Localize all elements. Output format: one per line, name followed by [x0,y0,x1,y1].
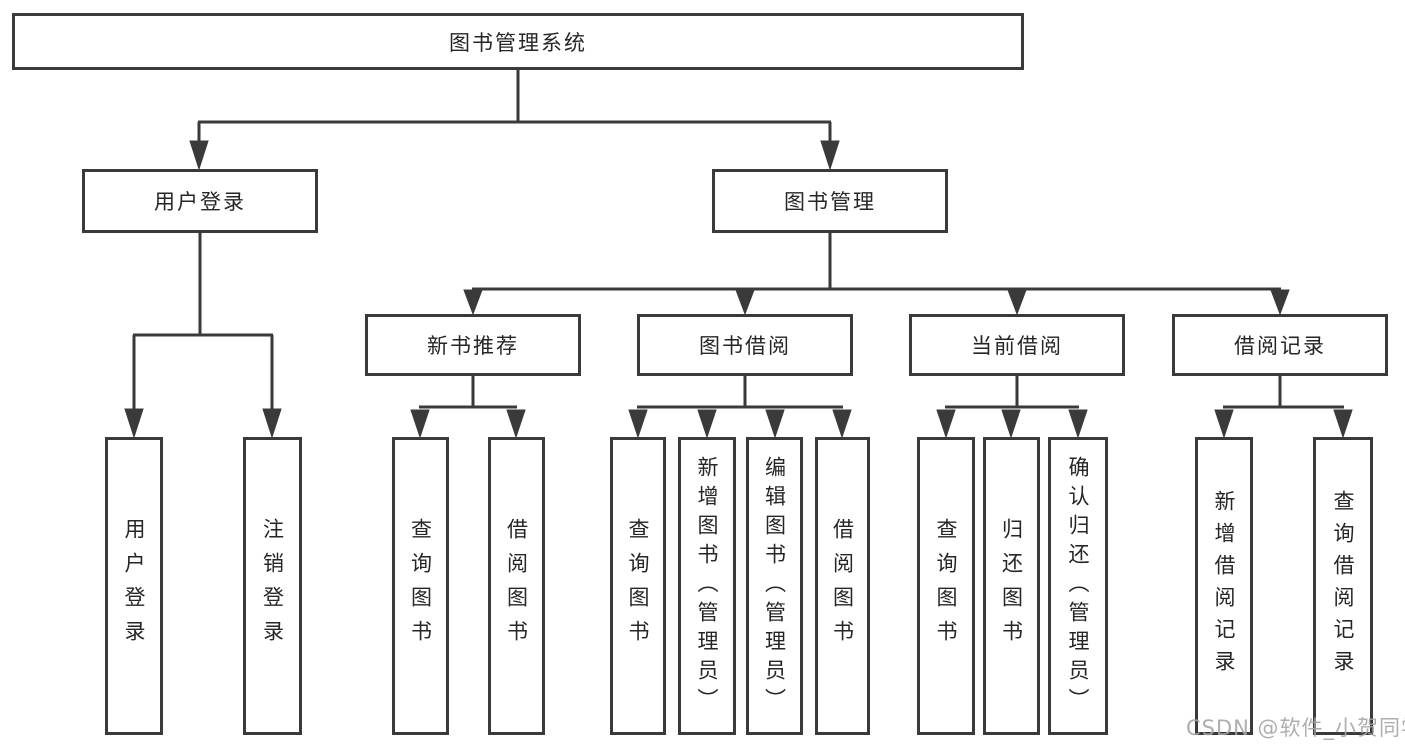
leaf-newbook-borrow-books: 借阅图书 [488,437,545,735]
leaf-current-return-books: 归还图书 [983,437,1040,735]
node-user-login: 用户登录 [82,169,318,233]
leaf-label: 借阅图书 [830,518,855,654]
node-book-management: 图书管理 [712,169,948,233]
leaf-records-query-record: 查询借阅记录 [1313,437,1373,735]
leaf-borrow-edit-books-admin: 编辑图书（管理员） [746,437,803,735]
csdn-watermark: CSDN @软件_小贺同学 [1186,716,1405,740]
node-label: 当前借阅 [971,334,1063,358]
node-new-book-recommend: 新书推荐 [365,314,581,376]
leaf-logout: 注销登录 [243,437,302,735]
node-current-borrow: 当前借阅 [909,314,1125,376]
node-label: 图书借阅 [699,334,791,358]
leaf-user-login: 用户登录 [105,437,163,735]
leaf-label: 借阅图书 [504,518,529,654]
leaf-label: 用户登录 [122,518,146,654]
leaf-current-query-books: 查询图书 [917,437,975,735]
leaf-records-add-record: 新增借阅记录 [1195,437,1253,735]
node-label: 图书管理 [784,190,876,214]
leaf-borrow-add-books-admin: 新增图书（管理员） [678,437,736,735]
leaf-label: 查询图书 [408,518,433,654]
leaf-label: 编辑图书（管理员） [762,455,787,717]
leaf-label: 确认归还（管理员） [1066,455,1090,717]
leaf-current-confirm-return-admin: 确认归还（管理员） [1048,437,1108,735]
leaf-borrow-query-books: 查询图书 [610,437,666,735]
leaf-label: 新增图书（管理员） [695,455,719,717]
leaf-label: 注销登录 [260,518,285,654]
node-label: 新书推荐 [427,334,519,358]
leaf-label: 新增借阅记录 [1212,490,1236,682]
node-label: 图书管理系统 [449,30,587,55]
node-book-borrow: 图书借阅 [637,314,853,376]
node-borrow-records: 借阅记录 [1172,314,1388,376]
node-root-system: 图书管理系统 [12,13,1024,70]
node-label: 用户登录 [154,190,246,214]
node-label: 借阅记录 [1234,334,1326,358]
leaf-newbook-query-books: 查询图书 [392,437,449,735]
leaf-label: 查询图书 [934,518,958,654]
leaf-label: 查询借阅记录 [1331,490,1355,682]
leaf-label: 查询图书 [626,518,650,654]
leaf-borrow-borrow-books: 借阅图书 [815,437,870,735]
leaf-label: 归还图书 [999,518,1024,654]
